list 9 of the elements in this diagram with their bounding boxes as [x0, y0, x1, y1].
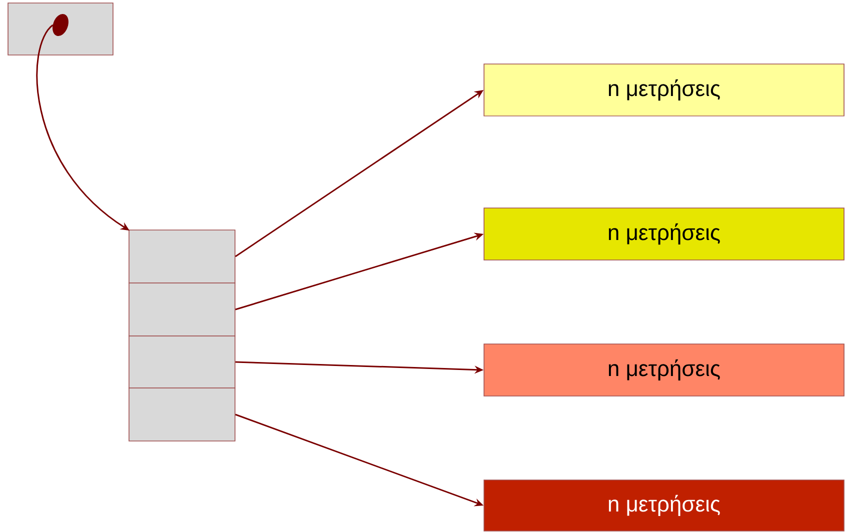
text-box: n μετρήσεις — [484, 480, 844, 532]
array-cell — [128, 282, 236, 336]
text-box: n μετρήσεις — [484, 208, 844, 260]
text-box: n μετρήσεις — [484, 344, 844, 396]
array-cell — [128, 336, 236, 388]
pointer-box — [8, 2, 114, 56]
text-box: n μετρήσεις — [484, 64, 844, 116]
array-cell — [128, 388, 236, 442]
array-cell — [128, 230, 236, 284]
